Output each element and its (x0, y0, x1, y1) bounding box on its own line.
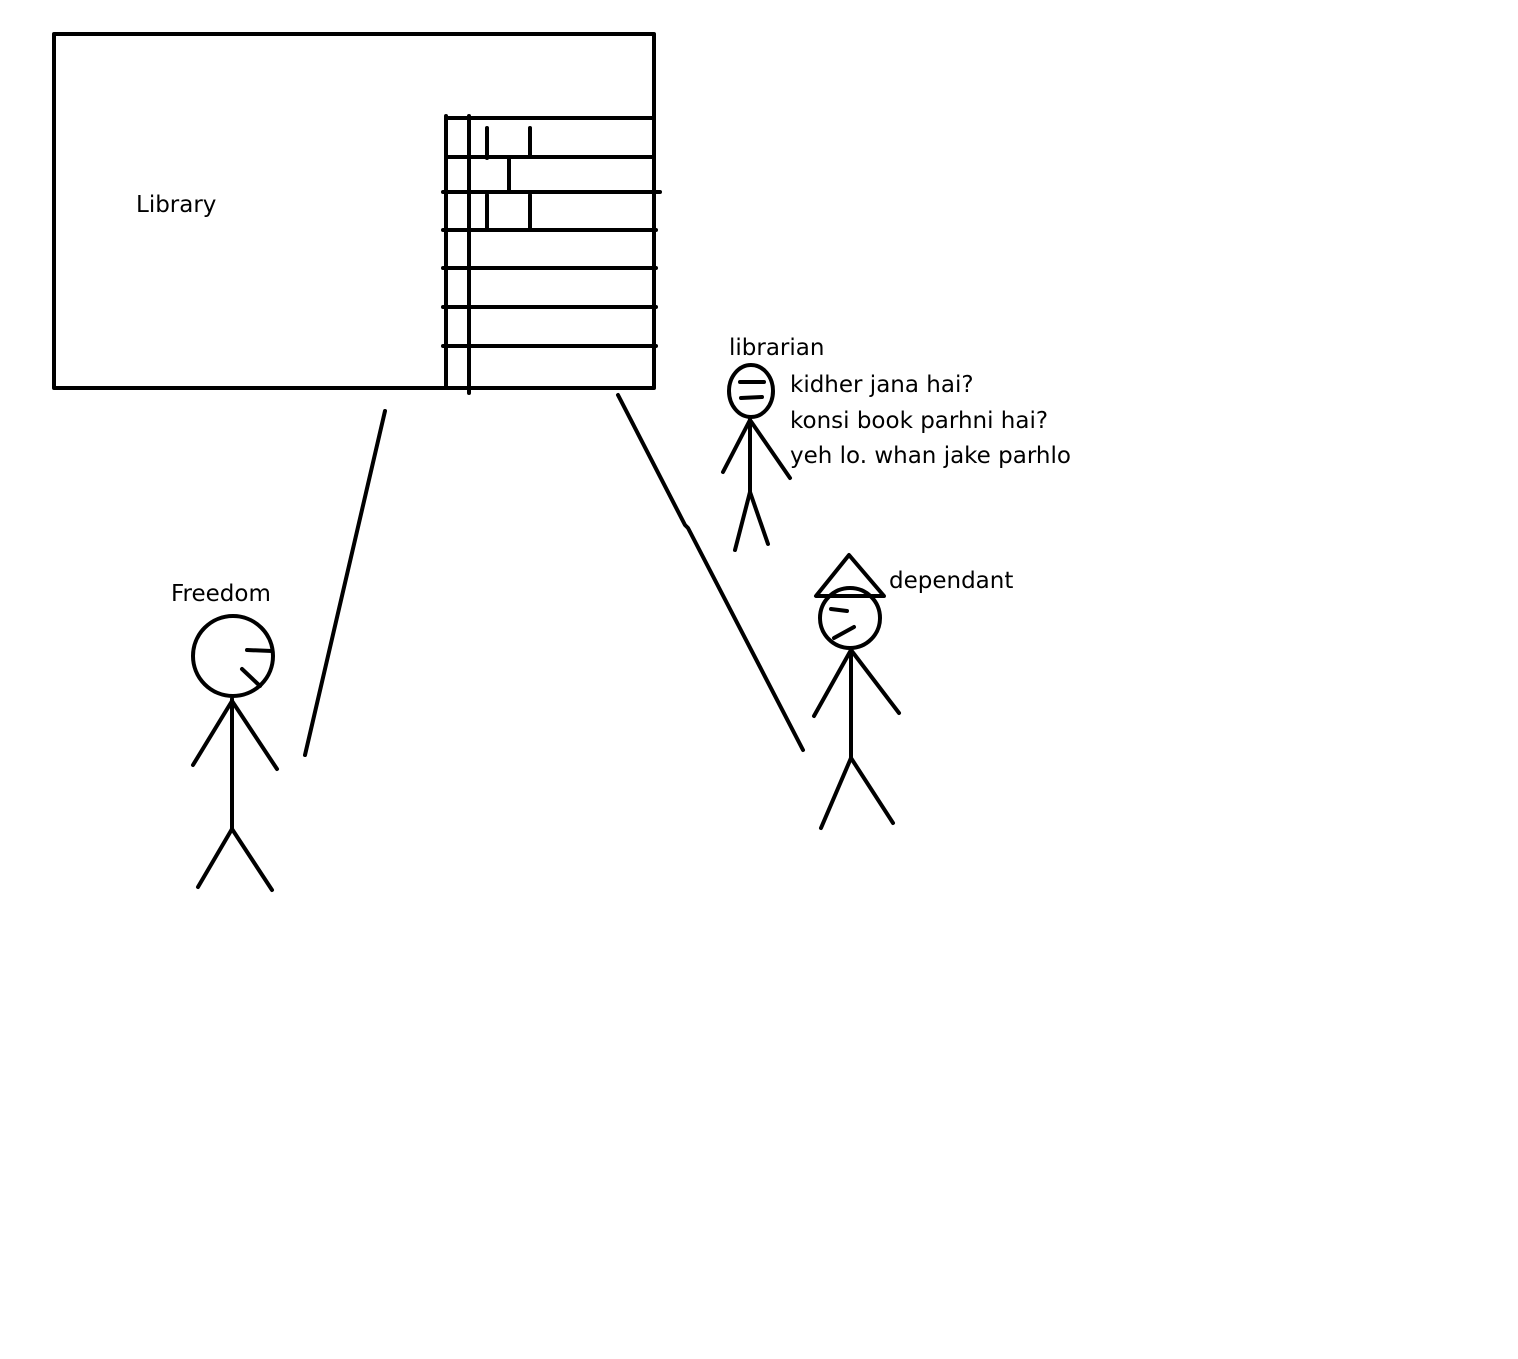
freedom-label: Freedom (171, 581, 271, 607)
dependant-figure: dependant (812, 553, 1013, 830)
librarian-right-leg (748, 490, 770, 546)
speech-line: yeh lo. whan jake parhlo (790, 443, 1071, 469)
bookshelf (441, 114, 662, 395)
dependant-left-arm (812, 648, 853, 718)
library-outline (52, 32, 656, 390)
freedom-right-leg (230, 827, 274, 892)
dependant-hat (814, 553, 886, 598)
dependant-mouth (832, 625, 856, 640)
librarian-label: librarian (729, 335, 824, 361)
freedom-left-arm (191, 699, 234, 767)
librarian-head (727, 363, 775, 419)
librarian-right-arm (748, 418, 792, 480)
librarian-left-arm (721, 418, 752, 474)
librarian-mouth (739, 395, 764, 400)
speech-line: kidher jana hai? (790, 372, 974, 398)
librarian-figure: librarian (721, 335, 824, 552)
freedom-left-leg (196, 827, 234, 889)
speech-line: konsi book parhni hai? (790, 408, 1048, 434)
freedom-right-arm (230, 699, 279, 771)
left-path-line (303, 409, 387, 757)
dependant-right-leg (849, 756, 895, 825)
freedom-head (191, 614, 275, 698)
freedom-eye (245, 648, 274, 653)
librarian-speech: kidher jana hai? konsi book parhni hai? … (790, 372, 1071, 469)
library-building: Library (52, 32, 662, 395)
freedom-figure: Freedom (171, 581, 279, 892)
library-label: Library (136, 192, 216, 218)
librarian-left-leg (733, 490, 752, 552)
freedom-mouth (240, 667, 262, 688)
dependant-left-leg (819, 756, 853, 830)
right-path-line (616, 393, 805, 752)
dependant-label: dependant (889, 568, 1013, 594)
dependant-right-arm (849, 648, 901, 715)
dependant-eye (829, 607, 849, 613)
